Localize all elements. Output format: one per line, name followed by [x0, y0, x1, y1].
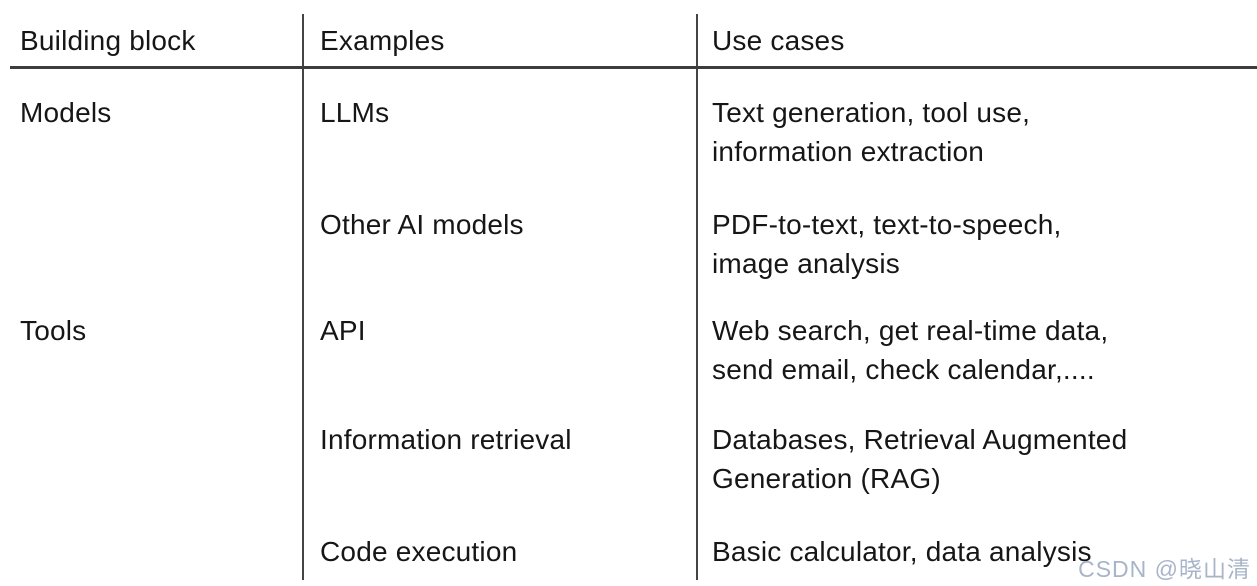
- csdn-watermark: CSDN @晓山清: [1078, 556, 1251, 582]
- cell-example: Information retrieval: [320, 424, 572, 455]
- cell-use-cases: Databases, Retrieval Augmented Generatio…: [712, 424, 1128, 494]
- cell-example: Other AI models: [320, 209, 524, 240]
- cell-example: LLMs: [320, 97, 390, 128]
- cell-building-block: Tools: [20, 315, 87, 346]
- column-header-building-block: Building block: [20, 25, 196, 56]
- cell-example: Code execution: [320, 536, 518, 567]
- cell-building-block: Models: [20, 97, 112, 128]
- cell-use-cases: Text generation, tool use, information e…: [712, 97, 1031, 167]
- cell-example: API: [320, 315, 366, 346]
- column-divider-2: [696, 14, 698, 580]
- column-header-examples: Examples: [320, 25, 445, 56]
- cell-use-cases: Web search, get real-time data, send ema…: [712, 315, 1109, 385]
- column-divider-1: [302, 14, 304, 580]
- cell-use-cases: PDF-to-text, text-to-speech, image analy…: [712, 209, 1062, 279]
- column-header-use-cases: Use cases: [712, 25, 845, 56]
- header-underline: [10, 66, 1257, 69]
- cell-use-cases: Basic calculator, data analysis: [712, 536, 1092, 567]
